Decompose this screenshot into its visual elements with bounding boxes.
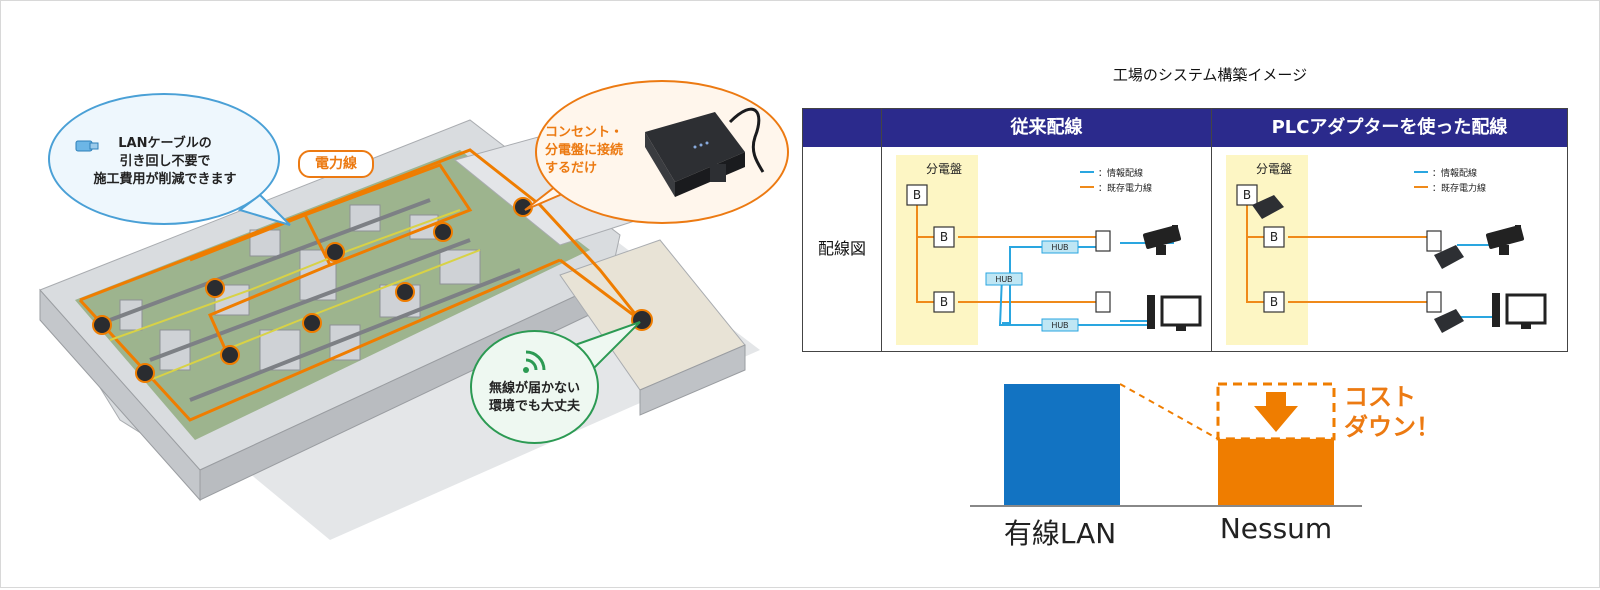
previous-cost-outline bbox=[1216, 382, 1336, 441]
breaker-label: B bbox=[1243, 188, 1251, 202]
lan-bubble-line1: LANケーブルの bbox=[118, 136, 212, 151]
legend-power: ：既存電力線 bbox=[1432, 182, 1486, 194]
cost-down-annotation: コスト ダウン！ bbox=[1344, 382, 1444, 442]
x-tick-label: Nessum bbox=[1219, 512, 1333, 545]
diagram-title: 工場のシステム構築イメージ bbox=[1112, 66, 1308, 84]
bar-有線LAN bbox=[1004, 384, 1120, 506]
breaker-label: B bbox=[1270, 230, 1278, 244]
header-conventional: 従来配線 bbox=[882, 109, 1211, 147]
breaker-label: B bbox=[940, 230, 948, 244]
breaker-label: B bbox=[913, 188, 921, 202]
column-divider bbox=[1211, 109, 1212, 351]
plug-bubble-line1: コンセント・ bbox=[545, 125, 624, 140]
plug-bubble-line2: 分電盤に接続 bbox=[545, 143, 624, 158]
breaker-label: B bbox=[1270, 295, 1278, 309]
plug-callout-bubble: コンセント・ 分電盤に接続 するだけ bbox=[535, 80, 789, 224]
wifi-bubble-line2: 環境でも大丈夫 bbox=[488, 399, 580, 414]
row-label-wiring-diagram: 配線図 bbox=[817, 239, 866, 258]
hub-label: HUB bbox=[996, 275, 1013, 284]
plug-bubble-line3: するだけ bbox=[545, 161, 598, 176]
legend-info: ：情報配線 bbox=[1098, 167, 1143, 179]
panel-label: 分電盤 bbox=[1256, 162, 1292, 176]
pc-icon bbox=[1147, 295, 1202, 331]
wifi-bubble-line1: 無線が届かない bbox=[488, 381, 580, 396]
pc-icon bbox=[1492, 293, 1547, 329]
legend-info: ：情報配線 bbox=[1432, 167, 1477, 179]
cost-down-line2: ダウン！ bbox=[1344, 413, 1440, 441]
cost-connector-line bbox=[1119, 383, 1219, 440]
hub-label: HUB bbox=[1052, 243, 1069, 252]
down-arrow-icon bbox=[1254, 392, 1298, 432]
lan-bubble-line3: 施工費用が削減できます bbox=[93, 172, 237, 187]
panel-label: 分電盤 bbox=[926, 162, 962, 176]
wifi-callout-bubble: 無線が届かない 環境でも大丈夫 bbox=[470, 330, 599, 444]
camera-icon bbox=[1142, 225, 1182, 255]
camera-icon bbox=[1485, 225, 1525, 255]
header-plc: PLCアダプターを使った配線 bbox=[1212, 109, 1567, 147]
column-divider bbox=[881, 109, 882, 351]
lan-cable-icon bbox=[75, 140, 99, 152]
bar-Nessum bbox=[1218, 438, 1334, 506]
breaker-label: B bbox=[940, 295, 948, 309]
hub-label: HUB bbox=[1052, 321, 1069, 330]
cost-bar-chart bbox=[970, 382, 1362, 507]
plc-wiring-diagram: B B B 分電盤 ：情報配線 ：既存電力線 bbox=[1226, 155, 1547, 345]
legend-power: ：既存電力線 bbox=[1098, 182, 1152, 194]
wiring-comparison-table: 従来配線 PLCアダプターを使った配線 配線図 bbox=[802, 108, 1568, 352]
x-tick-label: 有線LAN bbox=[1003, 517, 1117, 550]
power-line-label: 電力線 bbox=[298, 150, 374, 178]
header-blank-cell bbox=[803, 109, 881, 147]
conventional-wiring-diagram: HUB HUB HUB B B B 分電盤 ：情報配線 ：既存電力線 bbox=[896, 155, 1202, 345]
lan-callout-bubble: LANケーブルの 引き回し不要で 施工費用が削減できます bbox=[48, 93, 280, 225]
plc-adapter-icon bbox=[1252, 195, 1464, 333]
wifi-icon bbox=[523, 350, 546, 373]
cost-down-line1: コスト bbox=[1344, 383, 1416, 411]
plc-adapter-image bbox=[645, 107, 765, 197]
lan-bubble-line2: 引き回し不要で bbox=[119, 154, 211, 169]
